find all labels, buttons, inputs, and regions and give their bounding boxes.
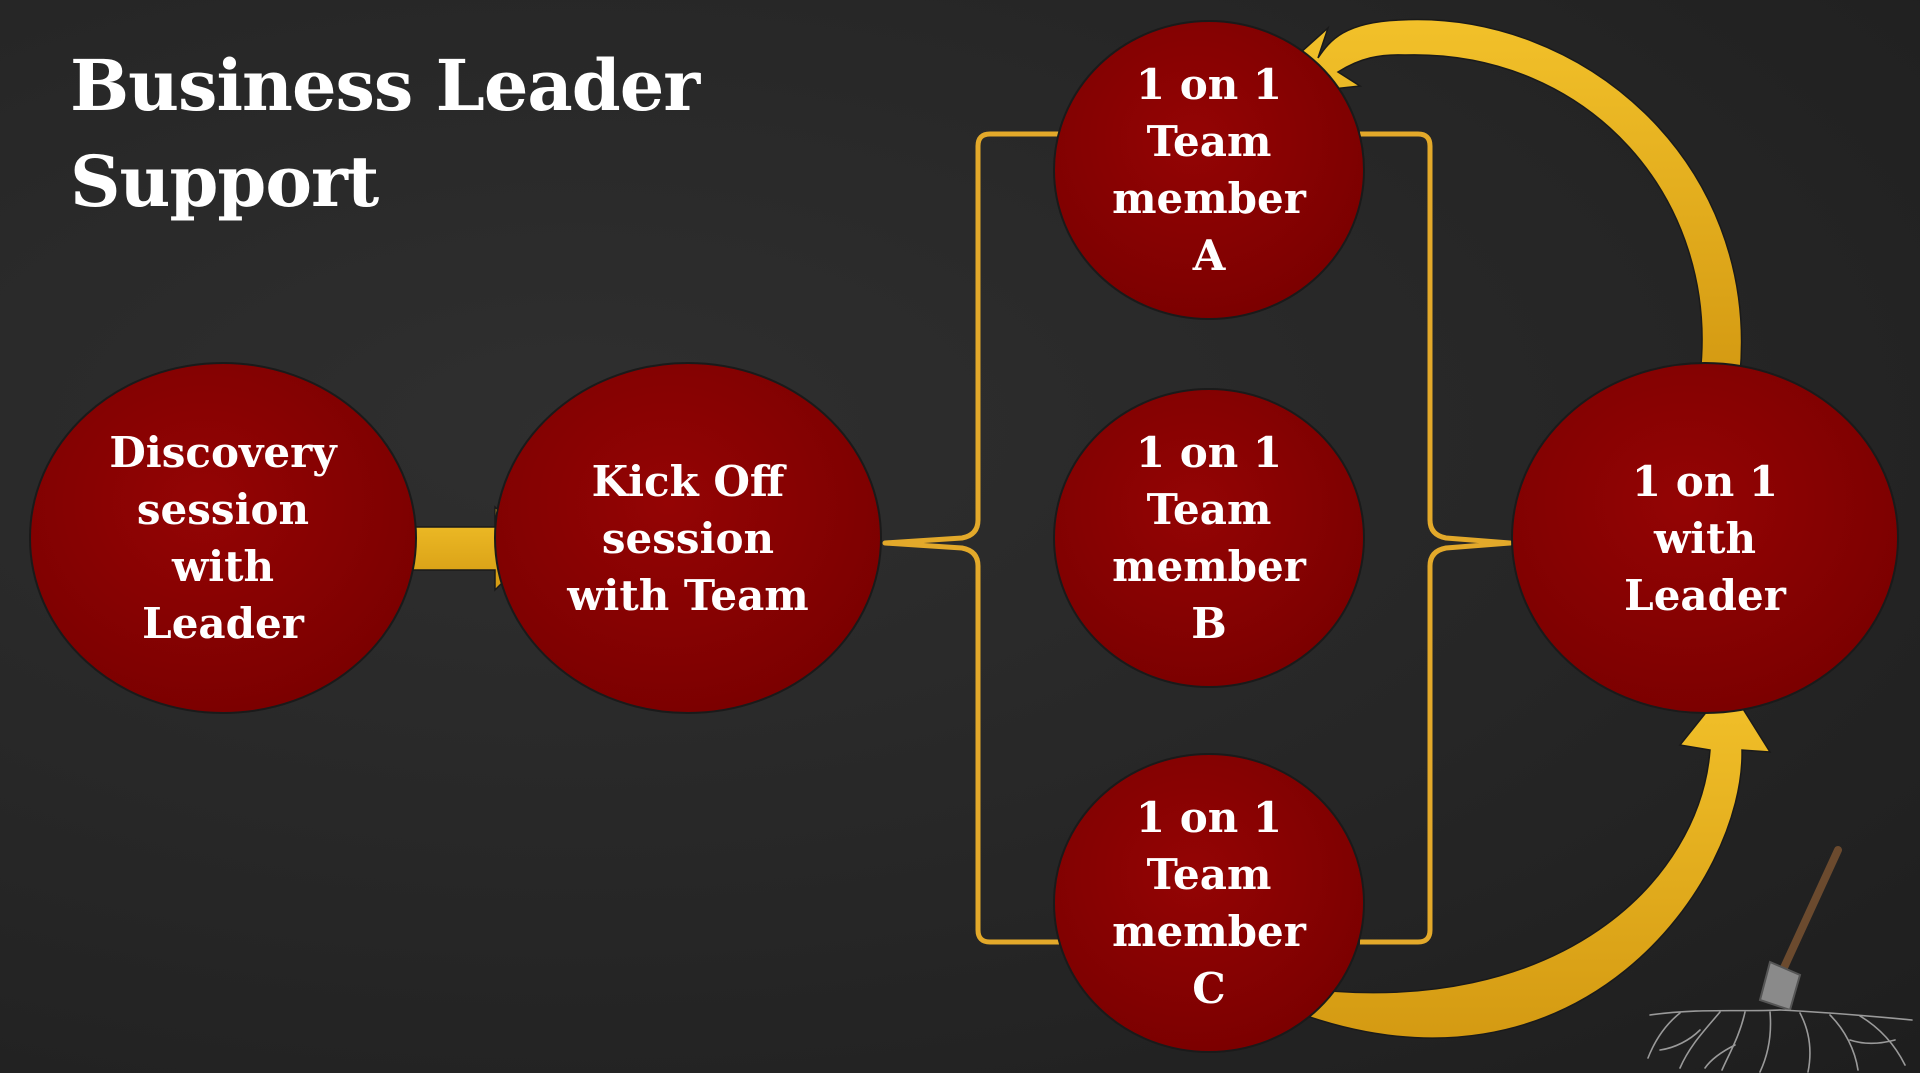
node-discovery: Discovery session with Leader xyxy=(30,363,416,713)
node-leader-label: 1 on 1 with Leader xyxy=(1624,456,1786,620)
node-member-a: 1 on 1 Team member A xyxy=(1054,21,1364,319)
node-member-a-circle xyxy=(1053,20,1365,320)
node-member-a-label: 1 on 1 Team member A xyxy=(1112,60,1306,280)
curved-arrow-c-to-leader xyxy=(1288,683,1772,1039)
node-member-c-circle xyxy=(1053,753,1365,1053)
node-member-c: 1 on 1 Team member C xyxy=(1054,754,1364,1052)
node-leader-circle xyxy=(1511,362,1899,714)
title-line-1: Business Leader xyxy=(70,44,700,127)
page-title: Business Leader Support xyxy=(70,38,700,230)
right-bracket xyxy=(1360,131,1513,945)
node-discovery-circle xyxy=(29,362,417,714)
curved-arrow-leader-to-a xyxy=(1247,18,1743,376)
node-kickoff-label: Kick Off session with Team xyxy=(567,456,809,620)
node-kickoff: Kick Off session with Team xyxy=(495,363,881,713)
node-member-b-label: 1 on 1 Team member B xyxy=(1112,428,1306,648)
shovel-icon xyxy=(1647,846,1913,1073)
node-kickoff-circle xyxy=(494,362,882,714)
node-member-c-label: 1 on 1 Team member C xyxy=(1112,793,1306,1013)
title-line-2: Support xyxy=(70,140,379,223)
left-bracket xyxy=(882,131,1060,945)
node-member-b-circle xyxy=(1053,388,1365,688)
node-leader: 1 on 1 with Leader xyxy=(1512,363,1898,713)
node-member-b: 1 on 1 Team member B xyxy=(1054,389,1364,687)
node-discovery-label: Discovery session with Leader xyxy=(109,428,337,648)
